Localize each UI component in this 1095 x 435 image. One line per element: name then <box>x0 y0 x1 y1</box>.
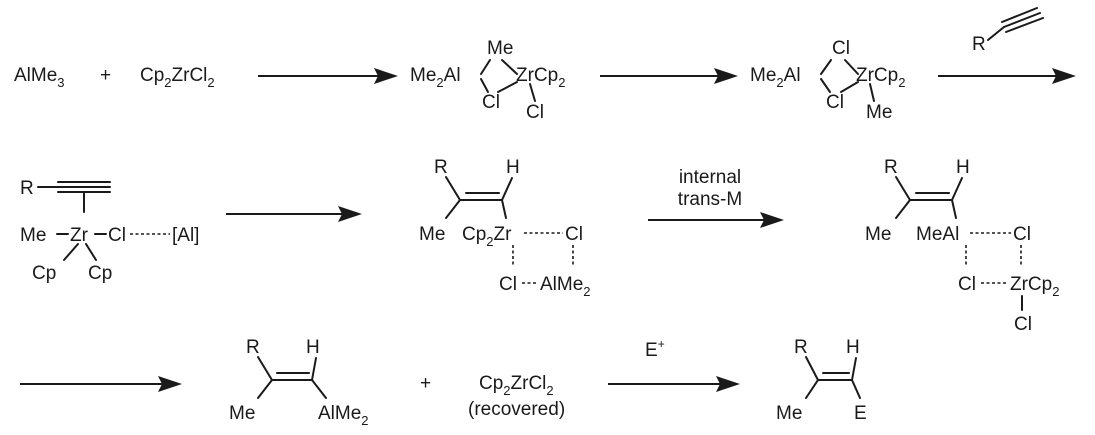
cyclopentadienyl-right: Cp <box>88 263 112 284</box>
terminal-chloride: Cl <box>526 102 544 123</box>
bridging-chloride-top: Cl <box>832 38 850 59</box>
terminal-methyl: Me <box>866 102 892 123</box>
aluminum-placeholder: [Al] <box>172 225 199 246</box>
reaction-arrow-7 <box>608 376 740 392</box>
dimethylaluminum-group: Me2Al <box>410 65 461 90</box>
zirconocene-center: Cp2Zr <box>462 224 512 249</box>
terminal-chloride: Cl <box>1014 314 1032 335</box>
vinyl-methyl: Me <box>776 403 802 424</box>
reaction-arrow-2 <box>600 68 738 84</box>
reaction-arrow-3 <box>938 68 1076 84</box>
bridging-chloride-bottom: Cl <box>826 92 844 113</box>
r-group: R <box>884 157 898 178</box>
recovered-zirconocene-dichloride: Cp2ZrCl2 <box>479 373 554 398</box>
zirconocene-dichloride: Cp2ZrCl2 <box>140 65 215 90</box>
zirconocene-group: ZrCp2 <box>516 65 565 90</box>
vinyl-hydrogen: H <box>306 337 320 358</box>
vinyl-hydrogen: H <box>846 337 860 358</box>
cyclopentadienyl-left: Cp <box>32 263 56 284</box>
trisubstituted-alkene-product: R H Me E <box>776 337 867 424</box>
bridging-chloride-right: Cl <box>1013 224 1031 245</box>
plus-sign: + <box>100 65 111 86</box>
zirconocene-group: ZrCp2 <box>1010 274 1059 299</box>
alkyne-r-group: R <box>972 34 986 55</box>
vinyl-methyl: Me <box>229 403 255 424</box>
vinyl-hydrogen: H <box>956 157 970 178</box>
step-label-internal: internal <box>679 167 741 188</box>
vinyl-methyl: Me <box>419 224 445 245</box>
zr-methyl: Me <box>20 225 46 246</box>
bridging-methyl: Me <box>487 38 513 59</box>
electrophile-label: E+ <box>645 337 665 361</box>
dimethylaluminum-group: AlMe2 <box>540 274 591 299</box>
r-group: R <box>794 337 808 358</box>
trimethylaluminum: AlMe3 <box>14 65 65 90</box>
bridging-chloride-right: Cl <box>565 224 583 245</box>
reaction-arrow-5 <box>648 212 784 228</box>
intermediate-4-alkenylaluminum: R H Me MeAl Cl Cl ZrCp2 Cl <box>865 157 1059 335</box>
recovered-note: (recovered) <box>468 399 565 420</box>
step-label-transmetalation: trans-M <box>678 189 742 210</box>
zr-chloride: Cl <box>108 225 126 246</box>
alkyne-r-group: R <box>20 178 34 199</box>
reaction-arrow-6 <box>20 376 182 392</box>
terminal-alkyne-reagent: R <box>972 7 1044 55</box>
zirconium-center: Zr <box>70 225 89 246</box>
vinylalane-product: R H Me AlMe2 <box>229 337 369 428</box>
dimethylaluminum-group: AlMe2 <box>318 403 369 428</box>
electrophile-substituent: E <box>854 403 867 424</box>
bridging-chloride-bottom: Cl <box>499 274 517 295</box>
vinyl-methyl: Me <box>865 224 891 245</box>
alkyne-pi-complex: R Me Zr Cl [Al] Cp Cp <box>20 178 199 284</box>
r-group: R <box>434 157 448 178</box>
vinyl-hydrogen: H <box>506 157 520 178</box>
intermediate-2-dichloro-bridged: Me2Al Cl ZrCp2 Cl Me <box>750 38 905 123</box>
r-group: R <box>246 337 260 358</box>
plus-sign: + <box>420 373 431 394</box>
zirconocene-group: ZrCp2 <box>856 65 905 90</box>
intermediate-3-alkenylzirconium: R H Me Cp2Zr Cl Cl AlMe2 <box>419 157 591 299</box>
dimethylaluminum-group: Me2Al <box>750 65 801 90</box>
bridging-chloride-bottom: Cl <box>958 274 976 295</box>
intermediate-1-bridged-complex: Me2Al Me ZrCp2 Cl Cl <box>410 38 565 123</box>
methylaluminum-center: MeAl <box>916 224 959 245</box>
bridging-chloride: Cl <box>482 92 500 113</box>
reaction-arrow-4 <box>226 206 362 222</box>
reaction-arrow-1 <box>258 68 398 84</box>
